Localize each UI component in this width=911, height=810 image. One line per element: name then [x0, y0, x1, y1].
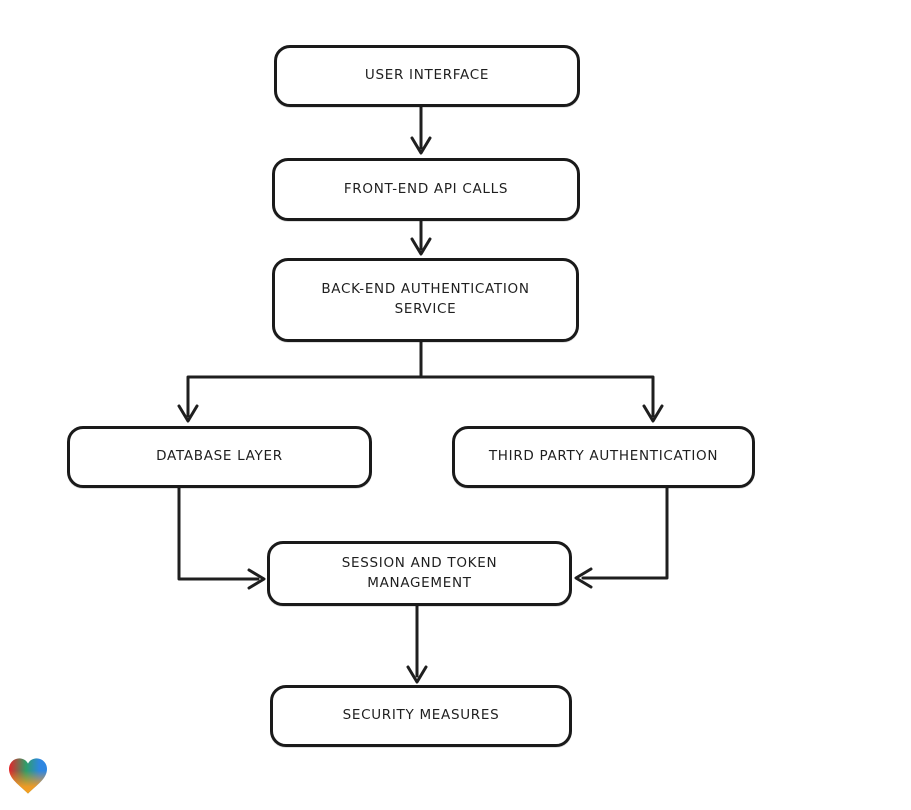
edge-backend-branch: [186, 340, 655, 418]
arrowhead-left-icon: [574, 567, 593, 589]
node-label: USER INTERFACE: [364, 67, 490, 84]
arrowhead-right-icon: [247, 568, 266, 590]
node-security-measures[interactable]: SECURITY MEASURES: [270, 685, 572, 747]
arrowhead-down-icon: [410, 237, 432, 256]
node-back-end-authentication-service[interactable]: BACK-END AUTHENTICATION SERVICE: [272, 258, 579, 342]
arrowhead-down-icon: [177, 404, 199, 423]
node-label: SESSION AND TOKEN MANAGEMENT: [341, 554, 498, 591]
node-label: SECURITY MEASURES: [342, 707, 500, 724]
node-session-and-token-management[interactable]: SESSION AND TOKEN MANAGEMENT: [267, 541, 572, 606]
arrowhead-down-icon: [406, 665, 428, 684]
arrowhead-down-icon: [642, 404, 664, 423]
node-third-party-authentication[interactable]: THIRD PARTY AUTHENTICATION: [452, 426, 755, 488]
node-label: DATABASE LAYER: [156, 448, 283, 465]
node-label: BACK-END AUTHENTICATION SERVICE: [321, 281, 530, 317]
node-user-interface[interactable]: USER INTERFACE: [274, 45, 580, 107]
arrowhead-down-icon: [410, 136, 432, 155]
node-label: FRONT-END API CALLS: [343, 180, 509, 197]
node-front-end-api-calls[interactable]: FRONT-END API CALLS: [272, 158, 580, 221]
edge-database-to-session: [177, 486, 260, 581]
node-label: THIRD PARTY AUTHENTICATION: [488, 448, 719, 465]
node-database-layer[interactable]: DATABASE LAYER: [67, 426, 372, 488]
heart-logo-icon[interactable]: [9, 758, 47, 794]
edge-thirdparty-to-session: [581, 486, 669, 580]
